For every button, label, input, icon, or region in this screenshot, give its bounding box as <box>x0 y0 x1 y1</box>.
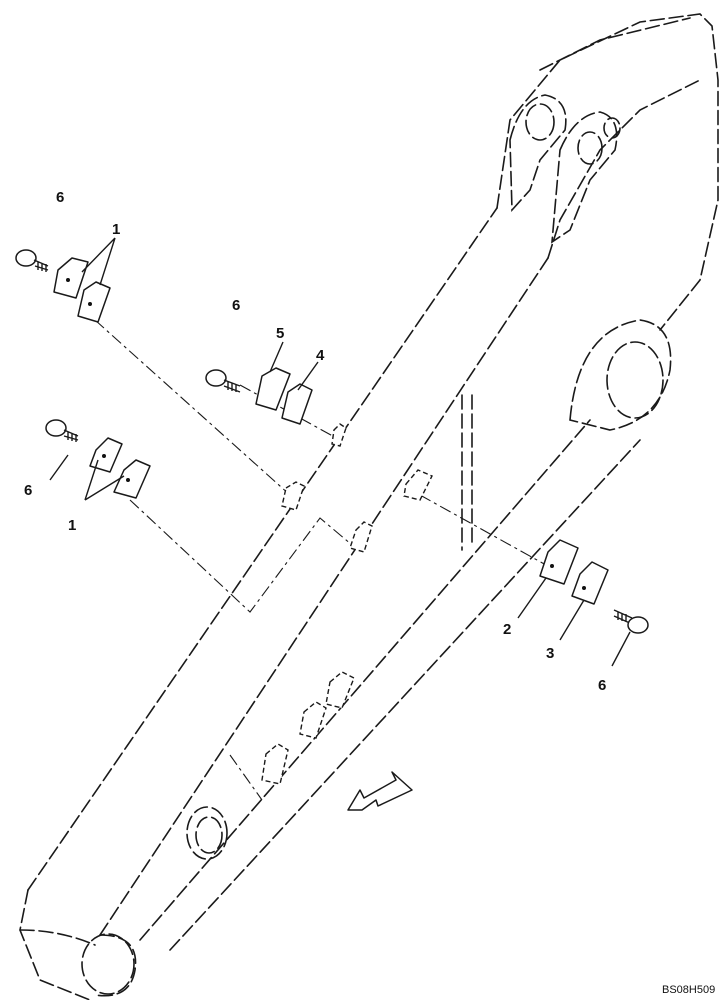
callout-6-mid: 6 <box>232 297 240 314</box>
bracket-part-5[interactable] <box>255 367 291 411</box>
callout-1-left: 1 <box>68 517 76 534</box>
bolt-part-top-left[interactable] <box>15 249 49 272</box>
callout-6-top-left: 6 <box>56 189 64 206</box>
drawing-code: BS08H509 <box>662 984 715 996</box>
callout-1-top-left: 1 <box>112 221 120 238</box>
callout-3: 3 <box>546 645 554 662</box>
bracket-part-4[interactable] <box>281 383 313 425</box>
clamp-part-top-left-b[interactable] <box>77 281 111 323</box>
leader-lines <box>94 319 556 801</box>
callout-5: 5 <box>276 325 284 342</box>
clamp-part-left-b[interactable] <box>113 459 151 499</box>
callout-6-left: 6 <box>24 482 32 499</box>
bolt-part-middle[interactable] <box>205 369 241 393</box>
mounted-block-mid <box>349 469 433 553</box>
callout-leaders <box>49 237 631 667</box>
bolt-part-left[interactable] <box>45 419 79 442</box>
clamp-part-left-a[interactable] <box>89 437 123 473</box>
callout-6-right: 6 <box>598 677 606 694</box>
direction-arrow-icon <box>347 771 413 811</box>
mounted-blocks-lower <box>261 671 355 785</box>
bolt-part-right[interactable] <box>613 609 649 634</box>
clamp-part-3[interactable] <box>571 561 609 605</box>
clamp-part-2[interactable] <box>539 539 579 585</box>
callout-4: 4 <box>316 347 325 364</box>
callout-2: 2 <box>503 621 511 638</box>
boom-arm-outline <box>19 13 719 1000</box>
clamp-part-top-left-a[interactable] <box>53 257 89 299</box>
mounted-block-upper <box>281 423 347 511</box>
